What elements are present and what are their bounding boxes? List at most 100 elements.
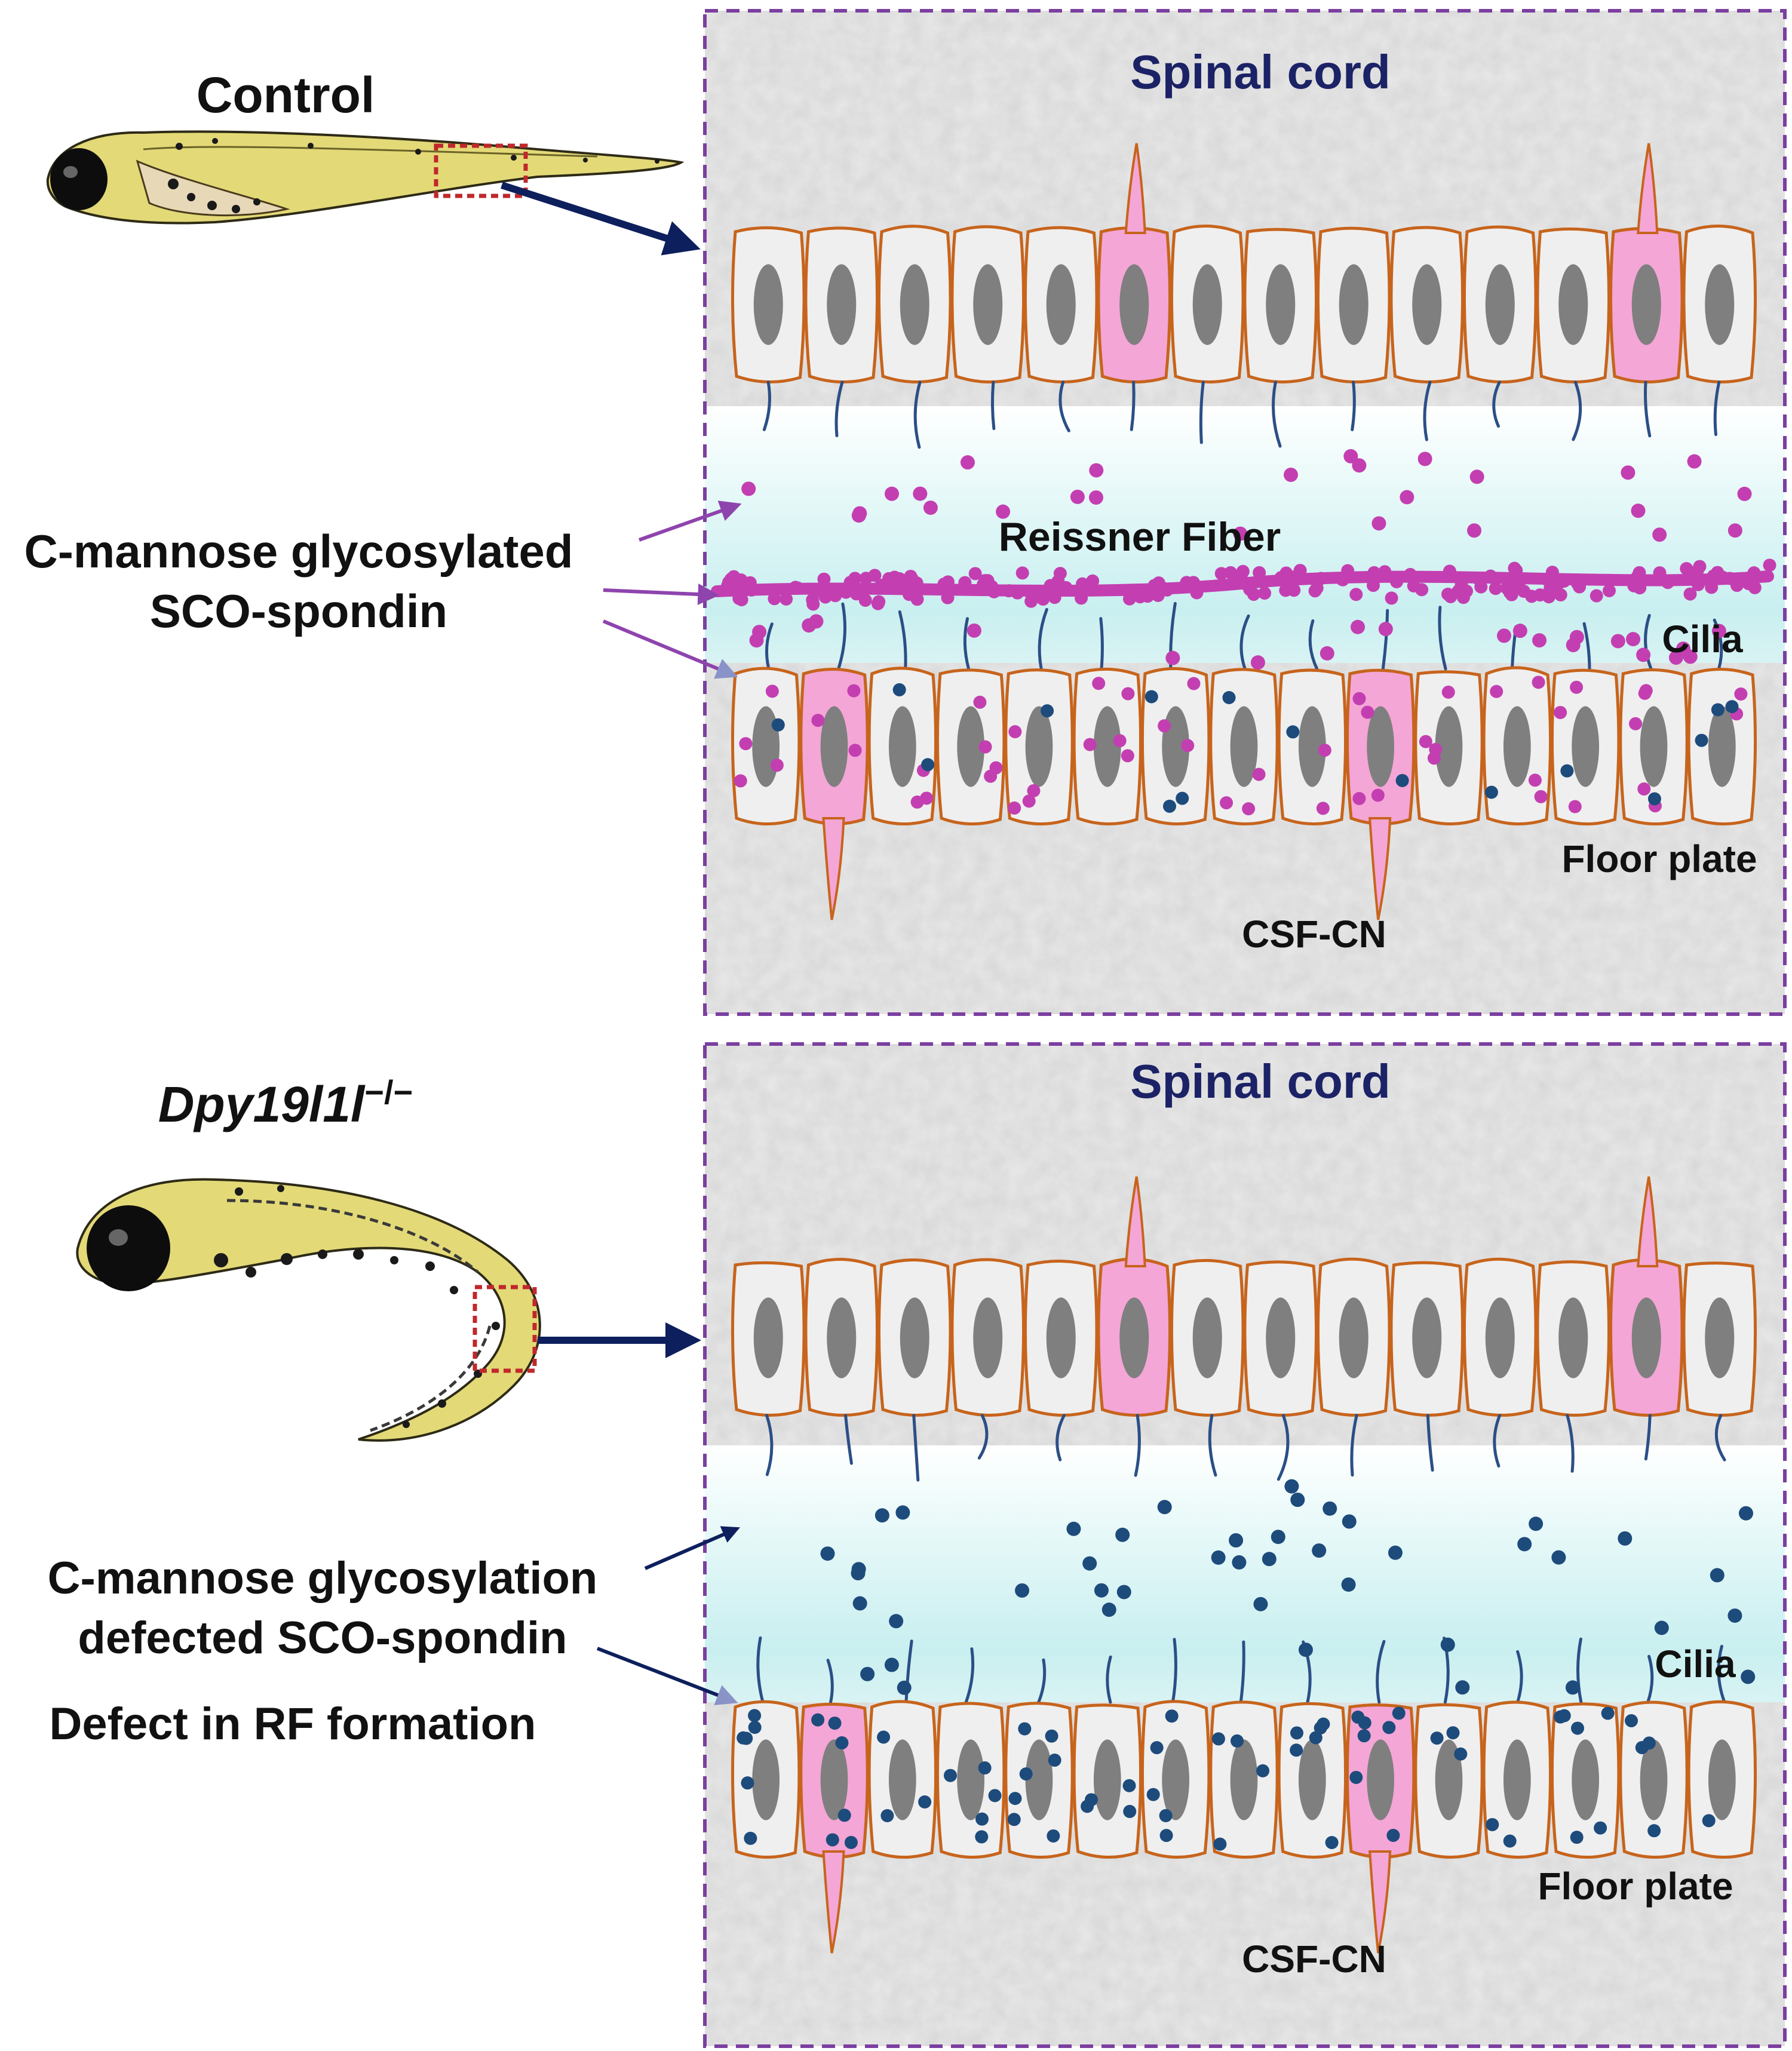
- cilium: [1644, 613, 1653, 671]
- sco-spondin-particle: [1101, 1602, 1116, 1617]
- sco-spondin-particle: [1741, 1669, 1756, 1684]
- nucleus: [1503, 1739, 1531, 1820]
- sco-spondin-granule: [1083, 738, 1097, 751]
- nucleus: [973, 1297, 1003, 1378]
- sco-spondin-particle: [897, 1680, 912, 1695]
- fiber-particle: [839, 585, 853, 599]
- sco-spondin-granule: [1427, 751, 1441, 765]
- sco-spondin-granule: [844, 1835, 858, 1849]
- sco-spondin-particle: [1529, 1516, 1544, 1531]
- fiber-particle: [1287, 570, 1301, 584]
- nucleus: [1230, 706, 1258, 787]
- nucleus: [1485, 264, 1515, 345]
- sco-spondin-granule: [1047, 1829, 1060, 1843]
- nucleus: [820, 706, 848, 787]
- fiber-particle: [1554, 588, 1567, 601]
- nucleus: [1093, 706, 1121, 787]
- nucleus: [1503, 706, 1531, 787]
- sco-spondin-particle: [852, 1596, 867, 1611]
- fiber-particle: [1661, 576, 1675, 589]
- fiber-particle: [1683, 587, 1697, 601]
- fiber-particle: [1122, 592, 1136, 606]
- sco-spondin-particle: [749, 633, 764, 648]
- reissner-fiber-label: Reissner Fiber: [999, 514, 1281, 560]
- fiber-particle: [1444, 589, 1457, 603]
- cilium: [1099, 617, 1104, 671]
- nucleus: [752, 706, 780, 787]
- csf-cn-process: [1368, 817, 1392, 920]
- cilium: [1381, 609, 1389, 671]
- sco-spondin-granule: [1357, 1729, 1371, 1743]
- nucleus: [900, 264, 929, 345]
- sco-spondin-granule: [892, 683, 906, 696]
- fiber-particle: [1544, 582, 1557, 595]
- sco-spondin-particle: [1250, 655, 1265, 670]
- sco-spondin-granule: [744, 1831, 757, 1845]
- sco-label-line1: C-mannose glycosylation: [48, 1553, 598, 1604]
- control-label: Control: [197, 67, 375, 123]
- sco-spondin-granule: [1382, 1721, 1396, 1734]
- fiber-particle: [1349, 588, 1363, 601]
- fiber-particle: [1707, 569, 1720, 583]
- cilium: [913, 380, 922, 449]
- nucleus: [1640, 706, 1668, 787]
- sco-spondin-particle: [1455, 1680, 1470, 1695]
- cilium: [1717, 1644, 1726, 1704]
- fiber-particle: [1573, 580, 1587, 594]
- nucleus: [1367, 706, 1395, 787]
- sco-spondin-granule: [1045, 1729, 1058, 1743]
- sco-spondin-particle: [1322, 1501, 1337, 1516]
- csf-cn-process: [1637, 1176, 1659, 1267]
- cilium: [1272, 380, 1282, 448]
- sco-spondin-particle: [1676, 641, 1690, 656]
- sco-spondin-particle: [1626, 632, 1641, 647]
- nucleus: [820, 1739, 848, 1820]
- nucleus: [973, 264, 1003, 345]
- cilium: [1646, 1654, 1654, 1704]
- fiber-particle: [1443, 564, 1456, 578]
- reissner-fiber-strand: [711, 570, 1774, 597]
- sco-spondin-granule: [1176, 791, 1189, 805]
- sco-spondin-particle: [1352, 458, 1367, 473]
- sco-spondin-granule: [1325, 1835, 1339, 1849]
- nucleus: [1558, 1297, 1588, 1378]
- sco-spondin-granule: [1286, 725, 1300, 739]
- sco-spondin-granule: [1395, 773, 1409, 787]
- sco-spondin-particle: [1710, 1568, 1725, 1583]
- sco-spondin-granule: [1317, 1717, 1330, 1731]
- fiber-particle: [1533, 588, 1547, 602]
- defective-sco-spondin-dots: [820, 1479, 1756, 1695]
- mutant-panel: Spinal cord Cilia Floor plate CSF-CN: [703, 1042, 1787, 2048]
- sco-spondin-granule: [1486, 1817, 1499, 1831]
- nucleus: [1572, 1739, 1600, 1820]
- sco-spondin-particle: [1165, 650, 1180, 665]
- sco-spondin-particle: [1467, 523, 1482, 538]
- roof-plate-cells: [731, 1176, 1757, 1417]
- cilium: [1582, 622, 1591, 671]
- fiber-particle: [1484, 569, 1498, 583]
- sco-spondin-granule: [1695, 733, 1708, 747]
- sco-spondin-granule: [1027, 784, 1041, 797]
- sco-spondin-granule: [1560, 764, 1574, 778]
- fiber-particle: [1763, 558, 1776, 572]
- panel-frame: [703, 9, 1787, 1016]
- fiber-particle: [1590, 589, 1603, 603]
- cilium: [765, 1414, 774, 1476]
- nucleus: [888, 1739, 916, 1820]
- sco-spondin-granule: [1349, 1770, 1363, 1784]
- fiber-particle: [734, 573, 748, 587]
- fiber-particle: [1190, 586, 1204, 600]
- sco-spondin-granule: [1252, 767, 1266, 781]
- sco-spondin-particle: [1343, 449, 1358, 463]
- fiber-particle: [1247, 588, 1260, 601]
- sco-spondin-granule: [1571, 1721, 1585, 1735]
- control-larva: [46, 130, 685, 225]
- nucleus: [1119, 264, 1149, 345]
- sco-spondin-particle: [1512, 624, 1527, 638]
- sco-spondin-granule: [1318, 744, 1331, 757]
- fiber-particle: [899, 582, 913, 595]
- sco-spondin-granule: [1419, 735, 1432, 748]
- sco-spondin-granule: [1557, 1709, 1571, 1723]
- nucleus: [1705, 264, 1735, 345]
- sco-spondin-granule: [1008, 725, 1022, 739]
